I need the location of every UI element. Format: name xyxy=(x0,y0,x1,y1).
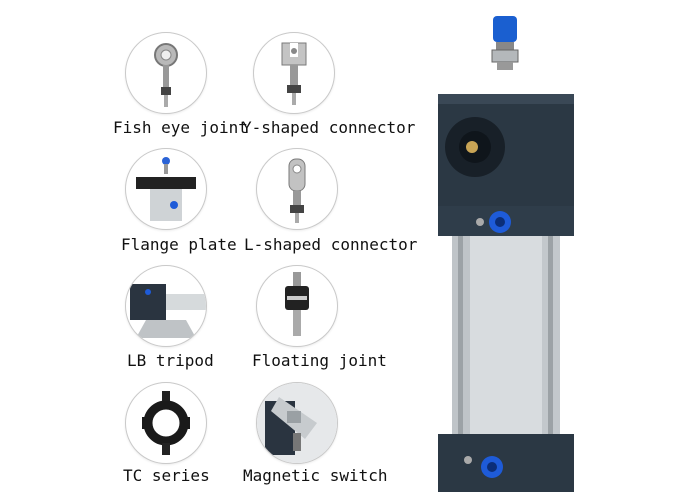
l-connector-icon xyxy=(256,148,338,230)
accessory-label: Y-shaped connector xyxy=(242,118,416,137)
magnetic-switch-icon xyxy=(256,382,338,464)
floating-joint-icon xyxy=(256,265,338,347)
accessory-label: Magnetic switch xyxy=(243,466,388,485)
lb-tripod-icon xyxy=(125,265,207,347)
accessory-label: Fish eye joint xyxy=(113,118,248,137)
pneumatic-cylinder xyxy=(430,10,580,492)
accessory-label: Floating joint xyxy=(252,351,387,370)
accessory-label: LB tripod xyxy=(127,351,214,370)
y-connector-icon xyxy=(253,32,335,114)
accessory-label: L-shaped connector xyxy=(244,235,418,254)
tc-series-icon xyxy=(125,382,207,464)
flange-plate-icon xyxy=(125,148,207,230)
accessory-label: Flange plate xyxy=(121,235,237,254)
accessory-label: TC series xyxy=(123,466,210,485)
fish-eye-joint-icon xyxy=(125,32,207,114)
